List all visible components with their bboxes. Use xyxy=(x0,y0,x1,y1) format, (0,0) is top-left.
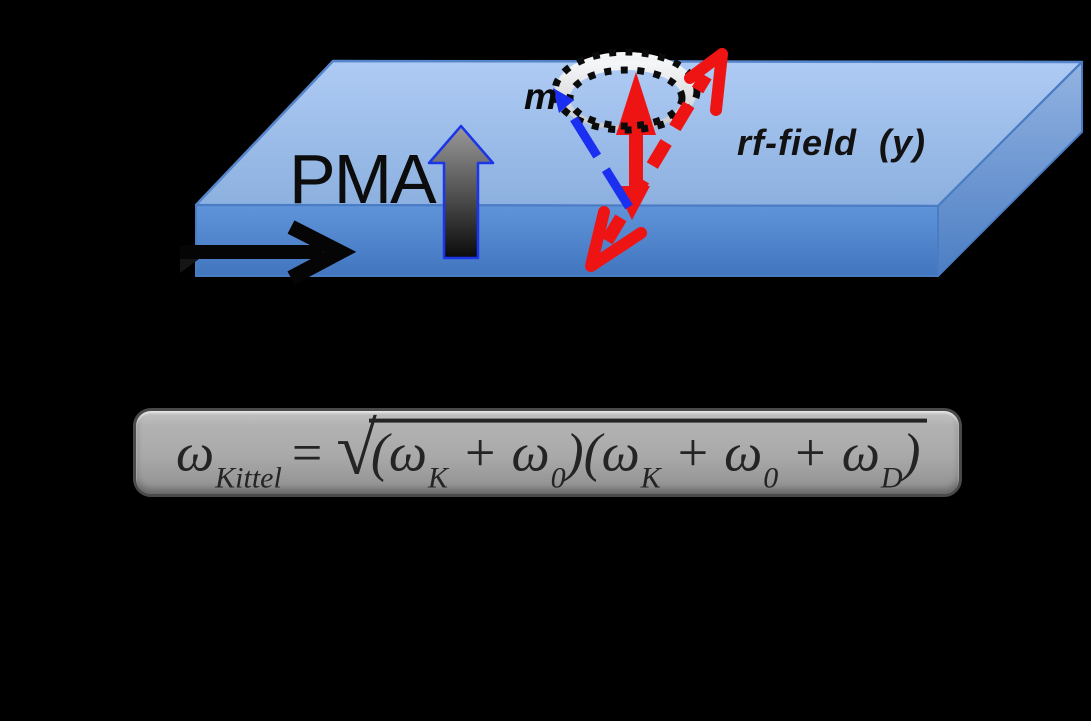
dashed-arrow-upper-head-icon xyxy=(684,48,728,116)
current-arrow-tail-notch xyxy=(180,259,199,273)
formula-term: ) xyxy=(902,422,921,483)
m-vector-head-icon xyxy=(553,88,574,113)
formula-term: + ω xyxy=(660,422,763,483)
m-vector-label: m xyxy=(524,76,557,117)
formula-subscript: 0 xyxy=(550,461,566,495)
dashed-arrow-shaft xyxy=(601,72,712,245)
formula-term: + ω xyxy=(448,422,550,483)
pma-label: PMA xyxy=(289,140,437,218)
z-arrow-up-head-icon xyxy=(616,72,656,135)
formula-lhs-omega: ω xyxy=(176,422,215,483)
slab-side-face xyxy=(937,61,1083,277)
current-arrow-shaft xyxy=(180,245,323,259)
formula-term: )(ω xyxy=(565,422,640,483)
formula-radical-sign: √ xyxy=(336,408,377,491)
formula-radicand: (ωK + ω0)(ωK + ω0 + ωD) xyxy=(368,418,927,494)
m-vector-arrow xyxy=(553,88,633,210)
formula-equals: = xyxy=(291,422,323,483)
formula-subscript: 0 xyxy=(763,461,779,495)
formula-subscript: K xyxy=(640,461,661,495)
current-arrow xyxy=(180,220,357,285)
formula-subscript: D xyxy=(880,461,903,495)
formula-subscript: K xyxy=(428,461,449,495)
precession-ring xyxy=(555,52,697,130)
z-arrow-shaft xyxy=(629,130,643,190)
formula-term: (ω xyxy=(370,422,428,483)
pma-up-arrow-icon xyxy=(427,124,495,260)
rf-oscillation-dashed-arrow xyxy=(585,48,728,272)
formula-lhs-subscript: Kittel xyxy=(215,461,282,495)
rf-field-label: rf-field (y) xyxy=(737,122,926,163)
dashed-arrow-lower-head-icon xyxy=(585,206,647,272)
kittel-formula-box: ωKittel=√(ωK + ω0)(ωK + ω0 + ωD) xyxy=(133,408,962,497)
m-vector-shaft xyxy=(562,103,633,210)
kittel-formula: ωKittel=√(ωK + ω0)(ωK + ω0 + ωD) xyxy=(176,406,927,494)
precession-ring-outer-dots xyxy=(551,48,701,134)
current-arrowhead-icon xyxy=(287,220,357,285)
formula-term: + ω xyxy=(778,422,880,483)
